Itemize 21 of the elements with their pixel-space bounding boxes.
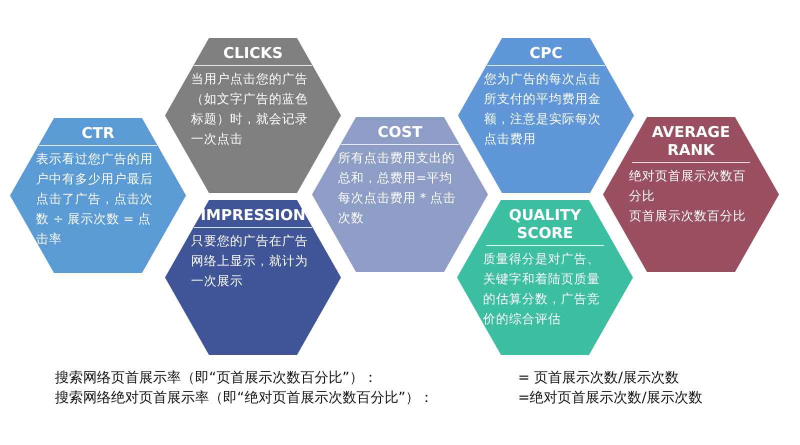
node-text: 您为广告的每次点击所支付的平均费用金额，注意是实际每次点击费用 bbox=[484, 70, 602, 148]
formula-note: =绝对页首展示次数/展示次数 bbox=[518, 389, 702, 407]
node-text: 表示看过您广告的用户中有多少用户最后点击了广告，点击次数 ÷ 展示次数 = 点击率 bbox=[36, 150, 154, 248]
hexagon-node bbox=[10, 118, 186, 273]
hexagon-node bbox=[603, 117, 779, 272]
node-text: 所有点击费用支出的总和，总费用=平均每次点击费用 * 点击次数 bbox=[338, 149, 458, 227]
node-text: 质量得分是对广告、关键字和着陆页质量的估算分数，广告竞价的综合评估 bbox=[483, 250, 601, 328]
formula-note: 搜索网络页首展示率（即“页首展示次数百分比”）： bbox=[55, 369, 378, 387]
node-title: COST bbox=[341, 117, 459, 145]
node-title: QUALITY SCORE bbox=[486, 200, 604, 246]
formula-note: 搜索网络绝对页首展示率（即“绝对页首展示次数百分比”）： bbox=[55, 389, 434, 407]
node-title: AVERAGE RANK bbox=[632, 117, 750, 163]
node-title: IMPRESSION bbox=[194, 200, 312, 228]
node-text: 当用户点击您的广告（如文字广告的蓝色标题）时，就会记录一次点击 bbox=[191, 70, 309, 148]
node-text: 绝对页首展示次数百分比 bbox=[629, 167, 747, 205]
node-title: CLICKS bbox=[194, 38, 312, 66]
node-title: CPC bbox=[487, 38, 605, 66]
node-title: CTR bbox=[39, 118, 157, 146]
node-text: 页首展示次数百分比 bbox=[629, 207, 747, 225]
node-text: 只要您的广告在广告网络上显示，就计为一次展示 bbox=[191, 232, 309, 290]
formula-note: = 页首展示次数/展示次数 bbox=[518, 369, 679, 387]
